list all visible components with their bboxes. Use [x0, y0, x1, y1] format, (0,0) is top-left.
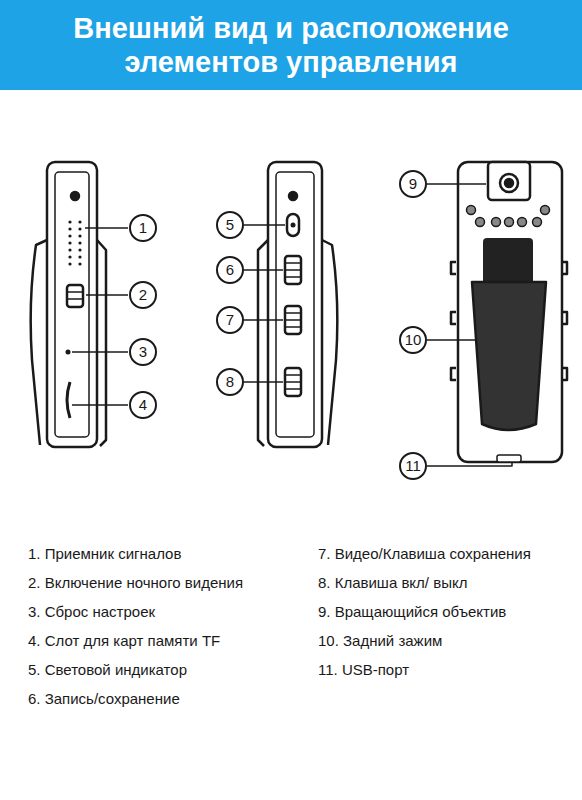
buttons: [285, 256, 301, 396]
leader-line: [72, 351, 128, 353]
callout-circle: 6: [216, 256, 244, 284]
sensor-dot: [289, 192, 297, 200]
callout-number: 7: [226, 312, 234, 328]
reset-hole: [66, 350, 71, 355]
callout-circle: 3: [129, 338, 157, 366]
legend-item: 11. USB-порт: [318, 661, 409, 679]
speaker-holes: [68, 220, 81, 265]
legend-item: 1. Приемник сигналов: [28, 545, 181, 563]
legend-item: 10. Задний зажим: [318, 632, 442, 650]
clip: [322, 240, 337, 445]
callout-number: 2: [139, 287, 147, 303]
callout-circle: 11: [399, 452, 427, 480]
clip: [97, 240, 106, 446]
callout-number: 10: [405, 332, 422, 348]
callout-number: 1: [139, 220, 147, 236]
callout-number: 11: [405, 458, 421, 474]
usb-port: [497, 455, 521, 462]
back-clip: [472, 282, 546, 430]
leader-line: [427, 183, 486, 185]
callout-circle: 7: [216, 306, 244, 334]
legend-item: 3. Сброс настроек: [28, 603, 155, 621]
leader-line: [427, 339, 476, 341]
lens-housing: [488, 162, 530, 200]
page-title: Внешний вид и расположение элементов упр…: [56, 11, 526, 79]
leader-line: [244, 269, 283, 271]
leader-line: [244, 224, 285, 226]
leader-line: [244, 381, 283, 383]
side-panel: [55, 172, 89, 437]
side-panel: [276, 172, 314, 437]
legend-item: 7. Видео/Клавиша сохранения: [318, 545, 531, 563]
callout-circle: 4: [129, 391, 157, 419]
left-view: [31, 162, 128, 447]
rear-view: [427, 162, 567, 466]
indicator-led: [287, 214, 299, 236]
callout-number: 6: [226, 262, 234, 278]
callout-circle: 2: [129, 281, 157, 309]
leader-line: [85, 227, 128, 229]
legend-item: 9. Вращающийся объектив: [318, 603, 506, 621]
callout-number: 8: [226, 374, 234, 390]
leader-line: [86, 294, 128, 296]
callout-circle: 8: [216, 368, 244, 396]
sensor-dot: [71, 192, 79, 200]
legend-item: 5. Световой индикатор: [28, 661, 187, 679]
clip: [31, 240, 47, 445]
middle-view: [244, 162, 337, 447]
legend-item: 8. Клавиша вкл/ выкл: [318, 574, 467, 592]
legend-item: 6. Запись/сохранение: [28, 690, 180, 708]
leader-line: [244, 319, 283, 321]
legend-item: 2. Включение ночного видения: [28, 574, 243, 592]
ir-leds: [467, 206, 550, 227]
leader-line: [427, 463, 512, 466]
side-buttons: [451, 262, 456, 380]
callout-circle: 5: [216, 211, 244, 239]
callout-number: 9: [409, 176, 417, 192]
device-body: [458, 162, 562, 462]
callout-number: 5: [226, 217, 234, 233]
callout-circle: 10: [399, 326, 427, 354]
rotating-lens: [500, 174, 518, 192]
slide-switch: [67, 285, 83, 307]
callout-circle: 9: [399, 170, 427, 198]
callout-circle: 1: [129, 214, 157, 242]
leader-line: [72, 404, 128, 406]
clip: [258, 240, 268, 446]
callout-number: 3: [139, 344, 147, 360]
card-slot: [67, 382, 70, 418]
legend-item: 4. Слот для карт памяти TF: [28, 632, 220, 650]
callout-number: 4: [139, 397, 147, 413]
device-body: [268, 162, 322, 447]
